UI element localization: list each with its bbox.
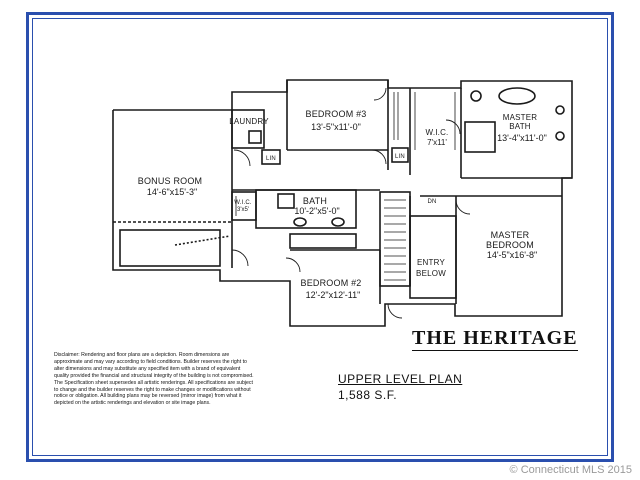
bath-sink-2: [331, 217, 345, 227]
master-bedroom-dimensions: 14'-5"x16'-8": [486, 250, 538, 260]
shower: [464, 121, 496, 153]
square-footage: 1,588 S.F.: [338, 388, 398, 402]
stair-treads: [384, 199, 406, 281]
linen-closet-label-2: LIN: [395, 154, 405, 160]
disclaimer-text: Disclaimer: Rendering and floor plans ar…: [54, 352, 254, 407]
title-underline: [412, 350, 578, 351]
bath-sink-1: [293, 217, 307, 227]
bath-dimensions: 10'-2"x5'-0": [294, 206, 340, 216]
bonus-room-label: BONUS ROOM: [137, 176, 203, 186]
bedroom2-dimensions: 12'-2"x12'-11": [305, 290, 361, 300]
outer-border: [26, 12, 614, 462]
wic-main-dimensions: 7'x11': [427, 138, 447, 147]
stair-down-label: DN: [427, 199, 437, 205]
mbath-sink-2: [555, 131, 565, 141]
plan-level-name: UPPER LEVEL PLAN: [338, 372, 463, 386]
linen-closet-2: [391, 147, 409, 163]
hall-closet: [289, 233, 357, 249]
linen-closet-1: [261, 149, 281, 165]
bedroom2-label: BEDROOM #2: [300, 278, 362, 288]
master-bath-label: MASTER BATH: [502, 113, 538, 131]
bonus-alcove-slope: [174, 235, 231, 246]
door-swings: [231, 87, 471, 319]
inner-border: [32, 18, 608, 456]
bonus-room-dimensions: 14'-6"x15'-3": [146, 187, 198, 197]
copyright-watermark: © Connecticut MLS 2015: [509, 464, 632, 476]
linen-closet-label-1: LIN: [266, 156, 276, 162]
bonus-alcove: [119, 229, 221, 267]
wic-main-label: W.I.C.: [425, 128, 449, 137]
laundry-walls: [231, 109, 265, 149]
bedroom3-dimensions: 13'-5"x11'-0": [311, 122, 361, 132]
bedroom3-label: BEDROOM #3: [305, 109, 367, 119]
master-bedroom-label: MASTER BEDROOM: [486, 230, 534, 250]
bathtub: [498, 87, 536, 105]
laundry-label: LAUNDRY: [229, 117, 269, 126]
entry-below-label: ENTRY BELOW: [416, 258, 446, 278]
closet-hangers: [235, 92, 456, 216]
master-bath-dimensions: 13'-4"x11'-0": [497, 133, 547, 143]
mbath-toilet: [470, 90, 482, 102]
mbath-sink-1: [555, 105, 565, 115]
bath-label: BATH: [302, 196, 328, 206]
washer: [248, 130, 262, 144]
wic-small-dimensions: 3'x5': [237, 207, 249, 213]
wic-small-label: W.I.C.: [234, 200, 252, 206]
plan-title: THE HERITAGE: [412, 327, 578, 349]
bath-tub: [277, 193, 295, 209]
